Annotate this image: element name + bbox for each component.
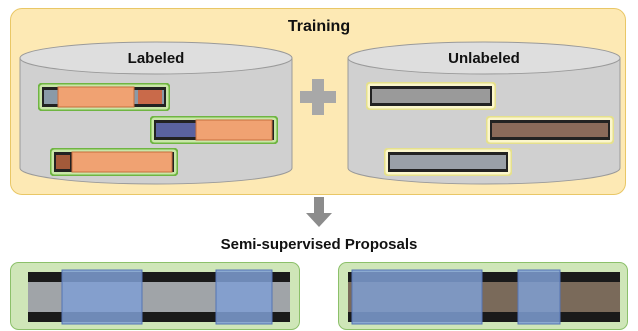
labeled-video-strip: [50, 148, 178, 176]
training-title: Training: [287, 18, 351, 35]
unlabeled-video-strip: [486, 116, 614, 144]
unlabeled-video-strip: [366, 82, 496, 110]
proposal-panel-left: [10, 262, 300, 330]
plus-icon: [300, 79, 336, 115]
labeled-title: Labeled: [127, 50, 185, 67]
proposal-panel-right: [338, 262, 628, 330]
unlabeled-video-strip: [384, 148, 512, 176]
unlabeled-title: Unlabeled: [448, 50, 520, 67]
arrow-down-icon: [306, 197, 332, 227]
labeled-video-strip: [38, 83, 170, 111]
labeled-video-strip: [150, 116, 278, 144]
proposals-title: Semi-supervised Proposals: [220, 236, 418, 253]
